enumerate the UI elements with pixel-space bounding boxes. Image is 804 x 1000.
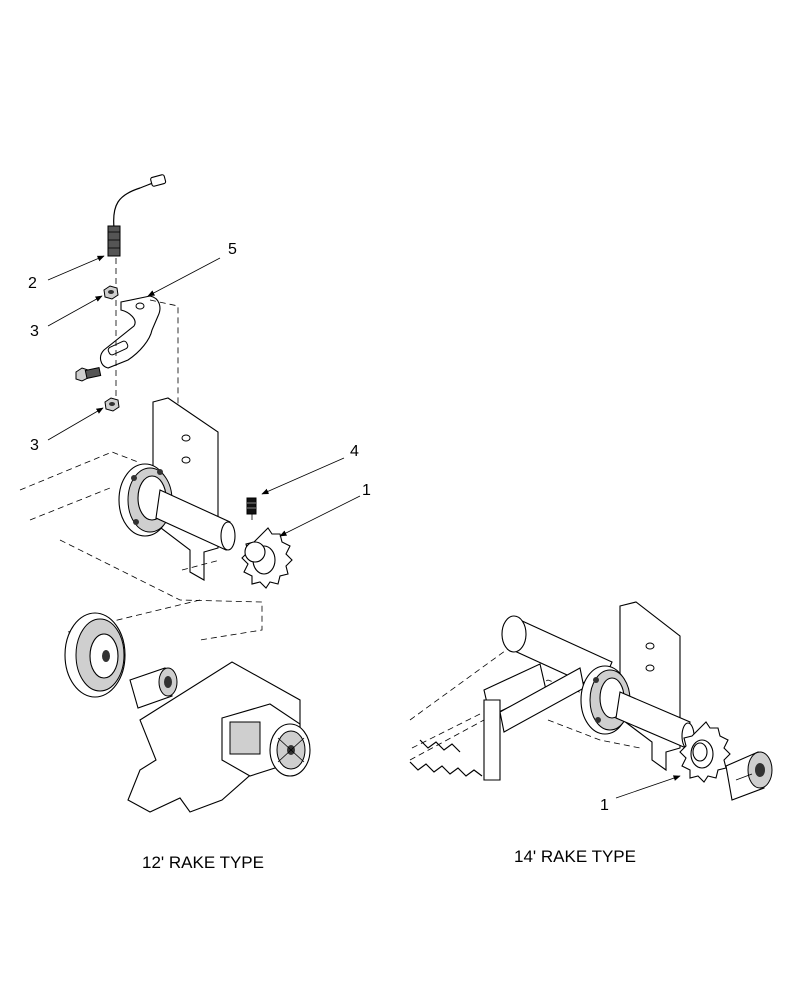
frame-tube-14 xyxy=(409,615,641,781)
frame-plate xyxy=(127,661,301,813)
callout-1-right: 1 xyxy=(600,797,609,814)
caption-14ft-rake: 14' RAKE TYPE xyxy=(514,847,636,866)
nut-upper xyxy=(103,285,119,300)
sensor-cable xyxy=(107,174,167,257)
target-wheel xyxy=(241,527,293,589)
bolt xyxy=(75,367,102,382)
sensor-body xyxy=(107,225,121,257)
coupler-14 xyxy=(725,751,773,801)
leader-lines xyxy=(47,255,681,799)
hydraulic-motor xyxy=(221,703,311,777)
callout-1-left: 1 xyxy=(362,482,371,499)
pulley xyxy=(64,599,201,698)
sensor-bracket xyxy=(99,295,161,369)
target-wheel-14 xyxy=(679,721,731,783)
caption-12ft-rake: 12' RAKE TYPE xyxy=(142,853,264,872)
drive-shaft xyxy=(155,489,236,551)
callout-3-lower: 3 xyxy=(30,437,39,454)
mounting-plate-14 xyxy=(619,601,681,772)
assembly-12ft xyxy=(19,174,311,813)
callout-2: 2 xyxy=(28,275,37,292)
sensor-connector xyxy=(150,174,167,187)
callout-5: 5 xyxy=(228,241,237,258)
set-screw xyxy=(246,497,257,515)
assembly-14ft xyxy=(409,601,773,801)
callout-4: 4 xyxy=(350,443,359,460)
nut-lower xyxy=(104,397,120,412)
coupler xyxy=(129,667,178,709)
callout-3-upper: 3 xyxy=(30,323,39,340)
